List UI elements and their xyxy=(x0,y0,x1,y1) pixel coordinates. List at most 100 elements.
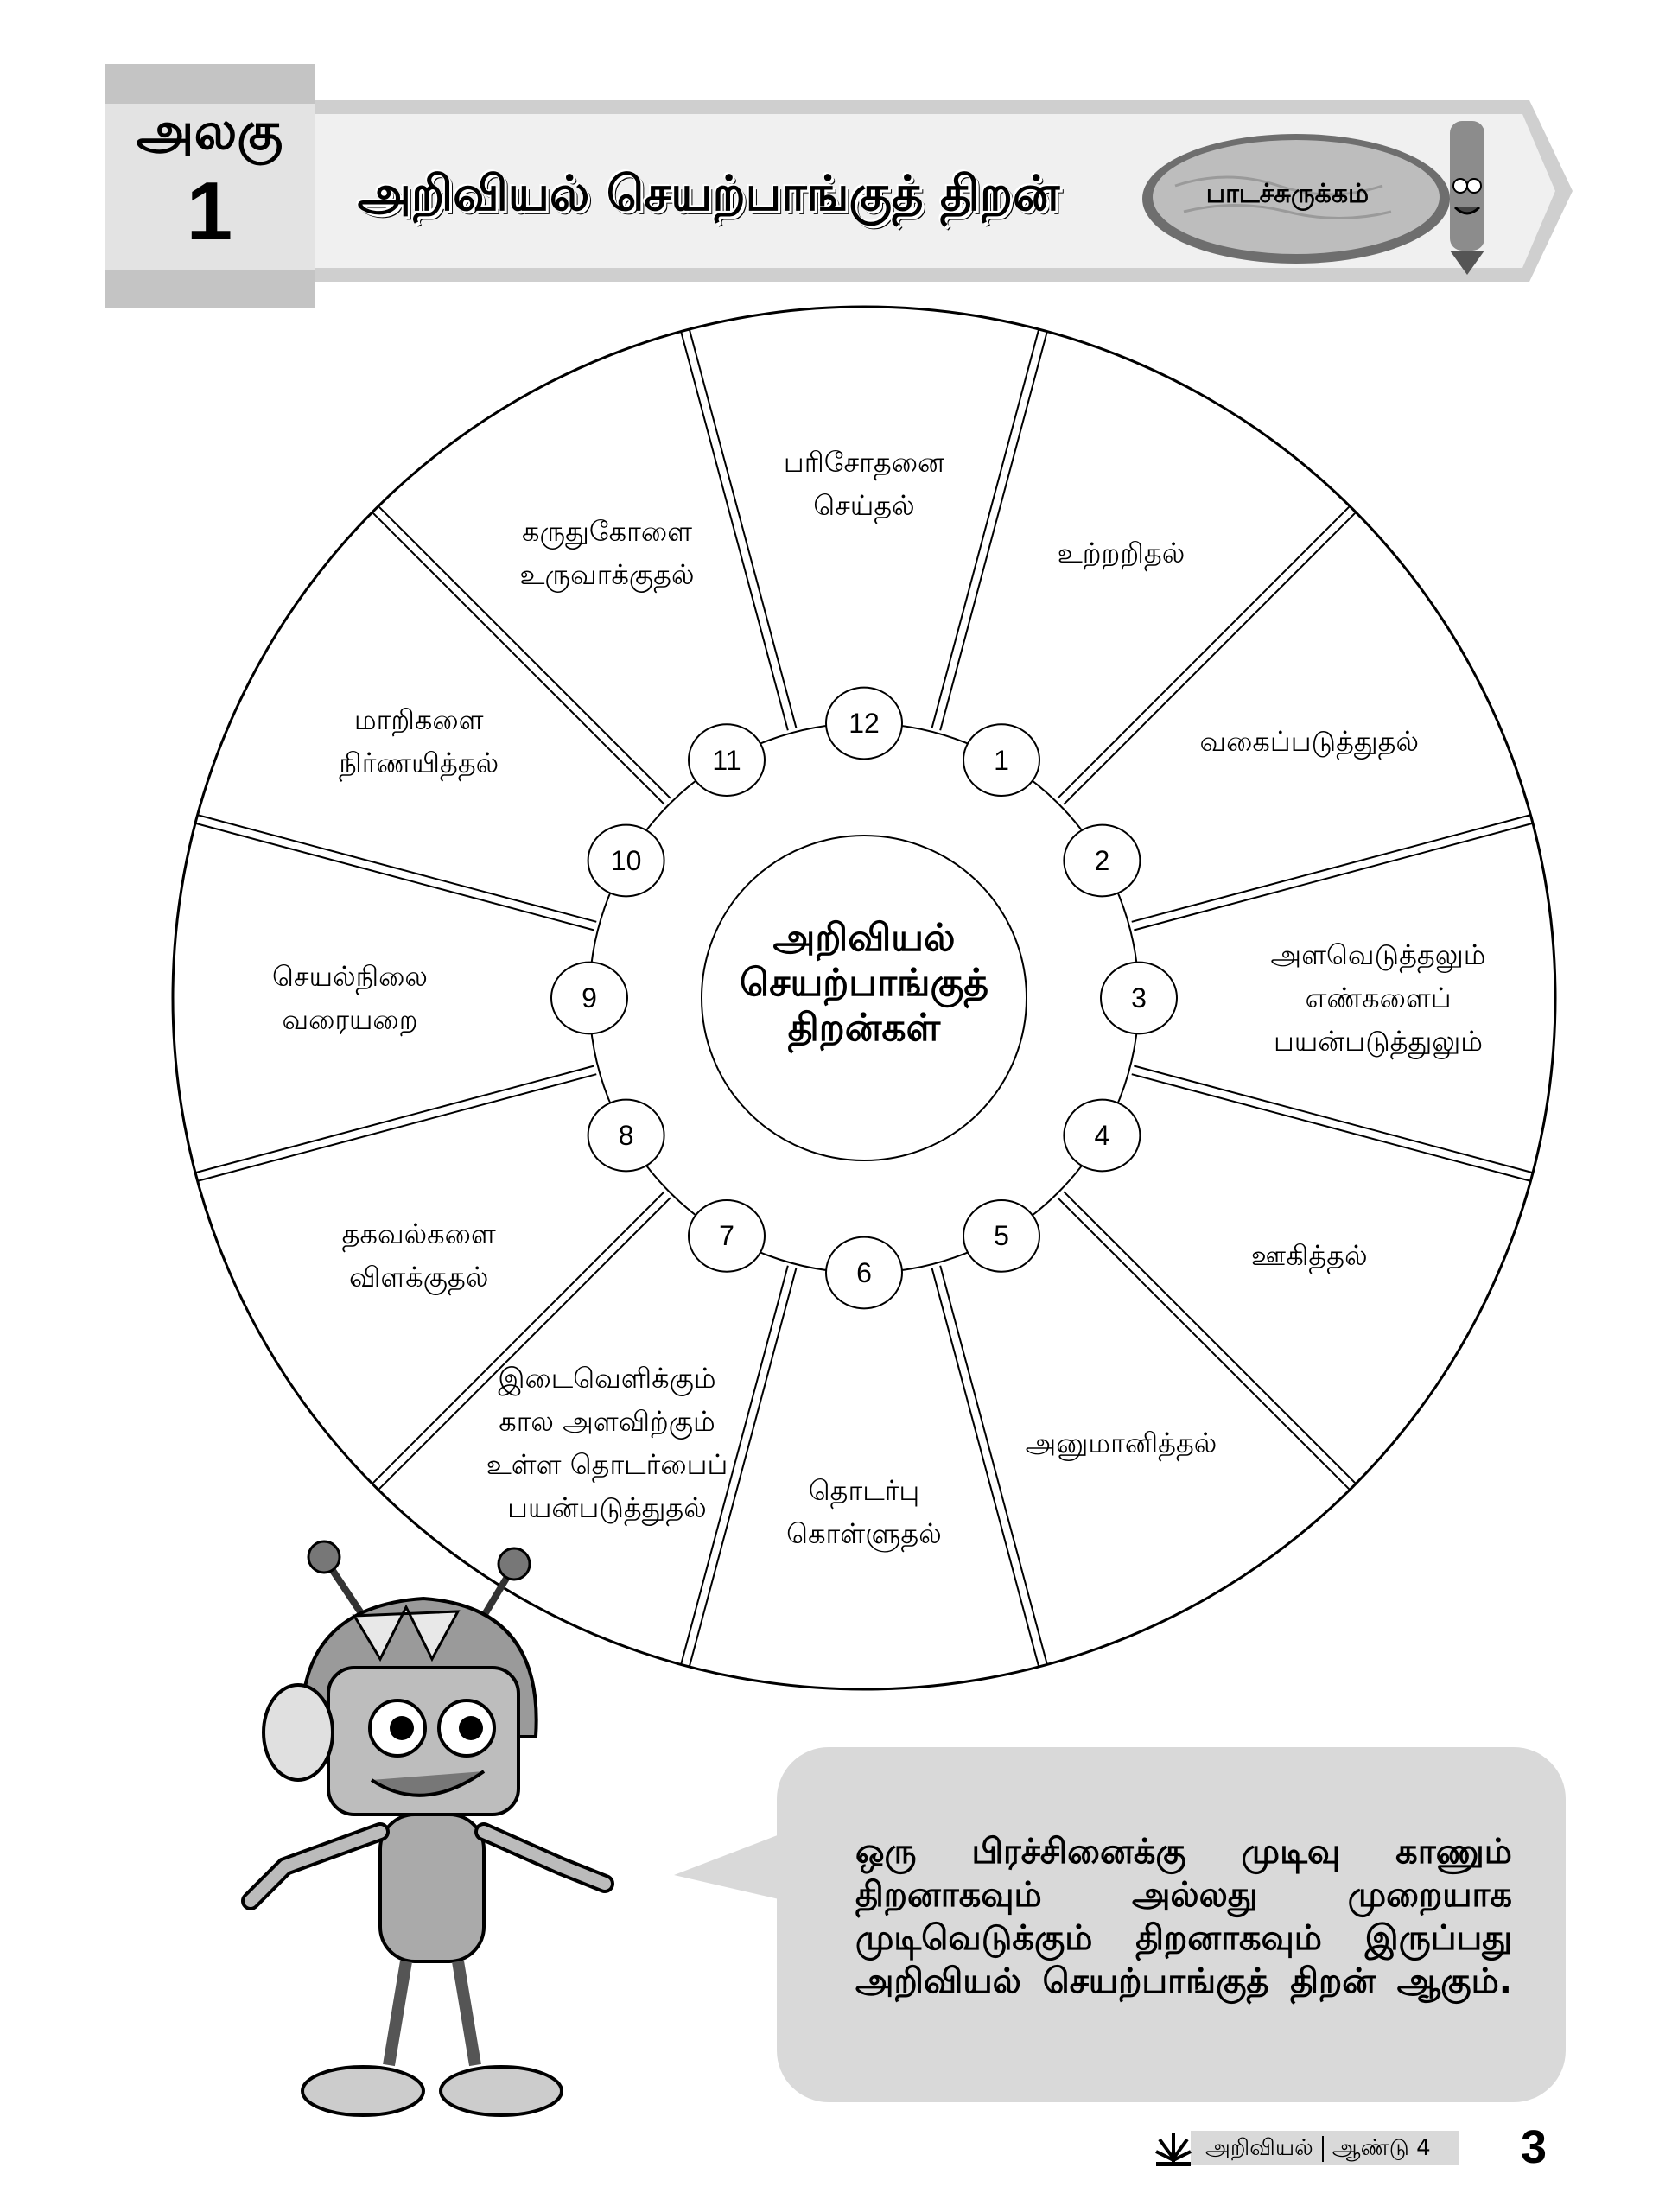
skill-label-line: எண்களைப் xyxy=(1305,982,1452,1014)
footer-subject: அறிவியல் xyxy=(1205,2135,1313,2161)
skill-label-line: நிர்ணயித்தல் xyxy=(339,746,499,779)
wheel-spoke xyxy=(372,512,665,805)
speech-bubble xyxy=(777,1747,1566,2102)
robot-mascot-illustration xyxy=(241,1540,614,2117)
wheel-spoke xyxy=(378,505,671,799)
step-number: 2 xyxy=(1094,845,1110,876)
step-number: 12 xyxy=(849,708,880,739)
speech-bubble-text: ஒரு பிரச்சினைக்கு முடிவு காணும் திறனாகவு… xyxy=(855,1830,1512,2003)
pencil-mascot-icon xyxy=(1450,121,1484,275)
wheel-spoke xyxy=(1134,822,1534,931)
step-number: 1 xyxy=(994,744,1009,776)
skill-segment-label: அனுமானித்தல் xyxy=(992,1421,1251,1465)
step-number: 11 xyxy=(712,744,741,776)
skill-label-line: தகவல்களை xyxy=(341,1217,496,1250)
wheel-spoke xyxy=(1057,1197,1351,1491)
skill-segment-label: வகைப்படுத்துதல் xyxy=(1179,720,1439,763)
step-number-circle xyxy=(963,723,1040,797)
center-title-line: திறன்கள் xyxy=(787,1006,941,1050)
skill-segment-label: தகவல்களை விளக்குதல் xyxy=(289,1212,549,1299)
summary-label[interactable]: பாடச்சுருக்கம் xyxy=(1205,179,1370,209)
skill-label-line: செயல்நிலை xyxy=(272,960,428,993)
wheel-spoke xyxy=(931,1268,1040,1668)
skill-label-line: ஊகித்தல் xyxy=(1250,1238,1368,1272)
wheel-spoke xyxy=(1063,1191,1357,1484)
footer-year: ஆண்டு 4 xyxy=(1332,2135,1431,2161)
wheel-center-title: அறிவியல் செயற்பாங்குத் திறன்கள் xyxy=(691,916,1037,1051)
step-number: 7 xyxy=(719,1220,734,1252)
skill-segment-label: பரிசோதனை செய்தல் xyxy=(734,441,994,527)
speech-bubble-tail xyxy=(674,1832,786,1901)
wheel-spoke xyxy=(197,1073,597,1182)
skill-segment-label: தொடர்புகொள்ளுதல் xyxy=(734,1469,994,1555)
step-number: 4 xyxy=(1094,1120,1110,1151)
skill-label-line: கொள்ளுதல் xyxy=(786,1517,942,1550)
wheel-spoke xyxy=(197,814,597,923)
step-number-circle xyxy=(963,1199,1040,1273)
skill-segment-label: உற்றறிதல் xyxy=(992,531,1251,575)
skill-label-line: விளக்குதல் xyxy=(349,1260,489,1294)
skill-label-line: உள்ள தொடர்பைப் xyxy=(486,1448,728,1482)
skill-label-line: அளவெடுத்தலும் xyxy=(1270,938,1486,971)
step-number: 8 xyxy=(618,1120,634,1151)
book-plant-logo-icon xyxy=(1155,2133,1192,2166)
wheel-spoke xyxy=(1134,1065,1534,1174)
footer-divider xyxy=(1321,2135,1324,2162)
skill-label-line: பயன்படுத்துதல் xyxy=(507,1491,707,1525)
skill-label-line: வகைப்படுத்துதல் xyxy=(1199,724,1420,758)
skill-label-line: செய்தல் xyxy=(813,489,915,522)
center-title-line: செயற்பாங்குத் xyxy=(739,961,989,1005)
center-title-line: அறிவியல் xyxy=(772,916,956,960)
wheel-spoke xyxy=(372,1191,665,1484)
wheel-spoke xyxy=(1131,1073,1531,1182)
wheel-spoke xyxy=(931,328,1040,728)
bubble-line: அறிவியல் செயற்பாங்குத் திறன் ஆகும். xyxy=(855,1961,1512,2001)
wheel-spoke xyxy=(1057,505,1351,799)
skill-label-line: கருதுகோளை xyxy=(522,514,692,548)
wheel-spoke xyxy=(680,331,789,731)
unit-label: அலகு xyxy=(136,102,283,160)
wheel-spoke xyxy=(378,1197,671,1491)
skill-label-line: இடைவெளிக்கும் xyxy=(498,1362,716,1395)
step-number: 10 xyxy=(610,845,642,876)
skill-label-line: பரிசோதனை xyxy=(783,446,945,479)
step-number-circle xyxy=(587,1098,665,1173)
step-number-circle xyxy=(1063,1098,1141,1173)
skill-label-line: பயன்படுத்துலும் xyxy=(1274,1025,1483,1058)
bubble-line: முடிவெடுக்கும் திறனாகவும் இருப்பது xyxy=(855,1918,1512,1958)
wheel-spoke xyxy=(680,1265,789,1665)
step-number-circle xyxy=(825,1236,903,1310)
skill-label-line: கால அளவிற்கும் xyxy=(499,1405,715,1439)
step-number-circle xyxy=(1063,823,1141,898)
step-number-circle xyxy=(825,686,903,760)
wheel-spoke xyxy=(1063,512,1357,805)
skill-label-line: உருவாக்குதல் xyxy=(519,557,695,591)
skill-label-line: அனுமானித்தல் xyxy=(1025,1427,1217,1460)
skill-segment-label: மாறிகளை நிர்ணயித்தல் xyxy=(289,698,549,785)
wheel-spoke xyxy=(688,1268,798,1668)
wheel-spoke xyxy=(939,331,1048,731)
skill-segment-label: ஊகித்தல் xyxy=(1179,1234,1439,1277)
footer-text: அறிவியல் ஆண்டு 4 xyxy=(1205,2133,1431,2164)
step-number-circle xyxy=(688,1199,766,1273)
unit-number: 1 xyxy=(186,165,233,257)
step-number-circle xyxy=(688,723,766,797)
wheel-spoke xyxy=(1131,814,1531,923)
chapter-title: அறிவியல் செயற்பாங்குத் திறன் xyxy=(357,166,1060,222)
step-number: 9 xyxy=(582,982,597,1014)
footer-bar xyxy=(1191,2131,1459,2165)
step-number: 3 xyxy=(1131,982,1147,1014)
step-number-circle xyxy=(550,961,628,1035)
header-banner xyxy=(105,64,1573,308)
skill-segment-label: கருதுகோளை உருவாக்குதல் xyxy=(478,510,737,596)
page-number: 3 xyxy=(1521,2121,1548,2173)
step-number-circle xyxy=(1100,961,1178,1035)
step-number: 6 xyxy=(856,1257,872,1288)
skill-label-line: மாறிகளை xyxy=(353,702,484,736)
skills-wheel xyxy=(171,305,1557,1691)
bubble-line: திறனாகவும் அல்லது முறையாக xyxy=(855,1875,1512,1915)
skill-label-line: வரையறை xyxy=(282,1003,418,1036)
skill-segment-label: அளவெடுத்தலும் எண்களைப் பயன்படுத்துலும் xyxy=(1249,933,1508,1063)
step-number-circle xyxy=(587,823,665,898)
skill-segment-label: இடைவெளிக்கும் கால அளவிற்கும் உள்ள தொடர்பைப… xyxy=(478,1357,737,1529)
